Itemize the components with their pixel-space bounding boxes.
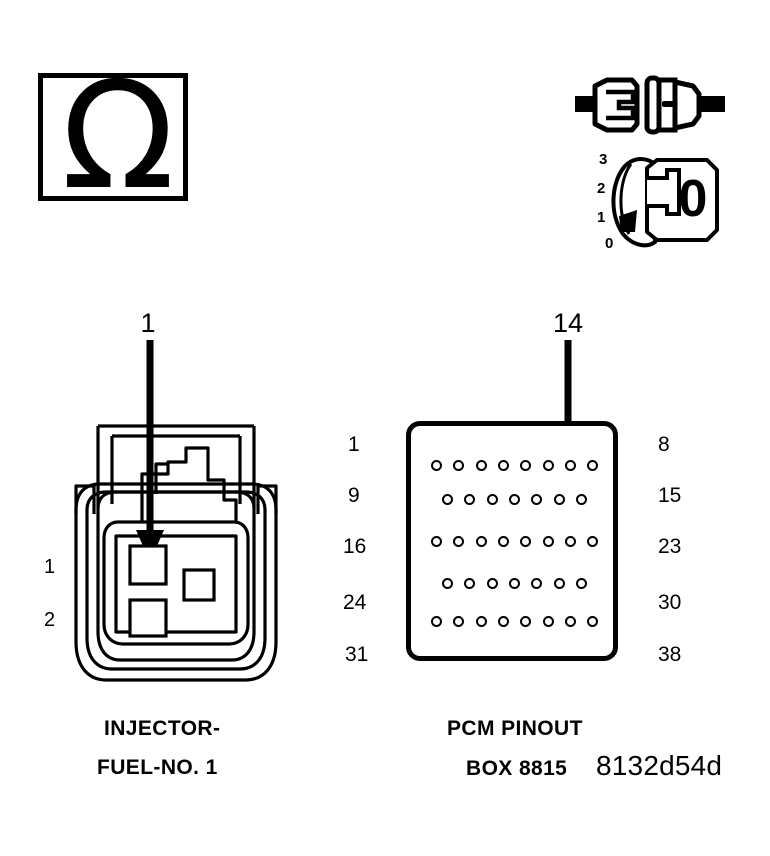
pcm-pin-14 [553, 494, 565, 505]
pcm-pin-19 [497, 536, 509, 547]
pcm-pin-33 [475, 616, 487, 627]
pcm-pin-3 [475, 460, 487, 471]
ohms-omega-symbol: Ω [61, 50, 175, 222]
pcm-callout-label: 14 [552, 308, 584, 338]
pcm-pin-23 [587, 536, 599, 547]
injector-callout-label: 1 [140, 308, 156, 338]
pcm-caption: PCM PINOUT [447, 717, 583, 740]
pcm-row-end-label-23: 23 [658, 535, 682, 558]
pcm-pin-15 [575, 494, 587, 505]
dial-tick-3: 3 [599, 151, 608, 168]
pcm-pin-29 [553, 578, 565, 589]
pcm-pin-grid [406, 421, 618, 661]
pcm-pin-18 [475, 536, 487, 547]
pcm-pin-5 [520, 460, 532, 471]
pcm-pin-34 [497, 616, 509, 627]
pcm-pin-8 [587, 460, 599, 471]
ohms-mode-box: Ω [38, 62, 188, 210]
dial-tick-1: 1 [597, 209, 606, 226]
pcm-pin-28 [531, 578, 543, 589]
pcm-pin-2 [453, 460, 465, 471]
pcm-row-end-label-15: 15 [658, 484, 682, 507]
pcm-pin-26 [486, 578, 498, 589]
pcm-pin-7 [564, 460, 576, 471]
pcm-pin-35 [520, 616, 532, 627]
pcm-pin-32 [453, 616, 465, 627]
pcm-row-start-label-16: 16 [343, 535, 367, 558]
pcm-pin-22 [564, 536, 576, 547]
pcm-pin-21 [542, 536, 554, 547]
rotary-range-dial[interactable]: 0 3 2 1 0 [595, 148, 725, 258]
pcm-pin-25 [464, 578, 476, 589]
pcm-row-end-label-38: 38 [658, 643, 682, 666]
injector-connector-diagram [68, 418, 284, 690]
pcm-pin-20 [520, 536, 532, 547]
test-probe-connector-icon [575, 70, 730, 140]
dial-tick-0: 0 [605, 235, 614, 252]
dial-tick-2: 2 [597, 180, 606, 197]
pcm-row-start-label-9: 9 [348, 484, 360, 507]
pcm-pin-27 [508, 578, 520, 589]
pcm-row-start-label-24: 24 [343, 591, 367, 614]
pcm-pin-4 [497, 460, 509, 471]
figure-code-label: 8132d54d [596, 750, 723, 781]
injector-caption-line-2: FUEL-NO. 1 [97, 756, 218, 779]
pcm-row-end-label-30: 30 [658, 591, 682, 614]
pcm-pin-11 [486, 494, 498, 505]
pcm-box-label: BOX 8815 [466, 757, 568, 780]
pcm-pin-1 [431, 460, 442, 471]
pcm-pin-9 [442, 494, 453, 505]
injector-caption-line-1: INJECTOR- [104, 717, 221, 740]
pcm-row-start-label-31: 31 [345, 643, 369, 666]
pcm-pin-37 [564, 616, 576, 627]
pcm-pin-30 [575, 578, 587, 589]
pcm-row-start-label-1: 1 [348, 433, 360, 456]
injector-pin-label-1: 1 [44, 556, 56, 578]
svg-text:0: 0 [679, 170, 708, 228]
pcm-pin-17 [453, 536, 465, 547]
pcm-pin-13 [531, 494, 543, 505]
pcm-pin-31 [431, 616, 442, 627]
injector-pin-label-2: 2 [44, 609, 56, 631]
pcm-pin-6 [542, 460, 554, 471]
pcm-pin-24 [442, 578, 453, 589]
pcm-pin-10 [464, 494, 476, 505]
pcm-pin-12 [508, 494, 520, 505]
pcm-row-end-label-8: 8 [658, 433, 670, 456]
pcm-pin-36 [542, 616, 554, 627]
pcm-pin-38 [587, 616, 599, 627]
pcm-pin-16 [431, 536, 442, 547]
